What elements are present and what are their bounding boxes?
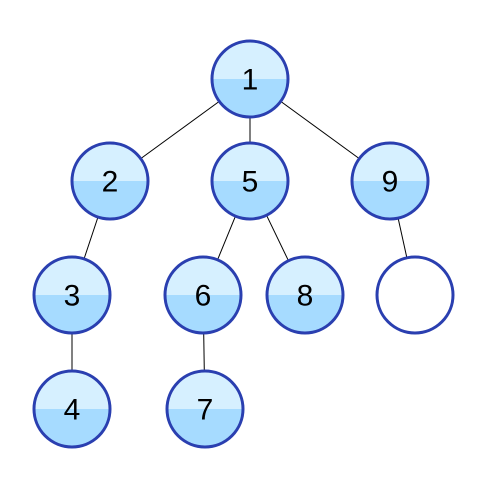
- node-label: 3: [64, 280, 81, 313]
- node-label: 9: [382, 166, 399, 199]
- node-circle: [210, 141, 290, 221]
- tree-node-1: 1: [210, 39, 290, 119]
- edge-n5-n8: [266, 214, 289, 262]
- tree-node-5: 5: [210, 141, 290, 221]
- node-circle: [375, 255, 455, 335]
- node-circle: [350, 141, 430, 221]
- edge-n6-n7: [203, 332, 205, 372]
- node-label: 2: [102, 166, 119, 199]
- tree-node-6: 6: [163, 255, 243, 335]
- node-circle: [265, 255, 345, 335]
- tree-node-8: 8: [265, 255, 345, 335]
- node-label: 6: [195, 280, 212, 313]
- node-circle: [163, 255, 243, 335]
- node-label: 1: [242, 64, 259, 97]
- edges-layer: [71, 100, 408, 372]
- edge-n1-n2: [140, 100, 220, 160]
- edge-n9-n-empty: [397, 217, 408, 259]
- tree-node-4: 4: [32, 369, 112, 449]
- tree-node-7: 7: [165, 369, 245, 449]
- node-label: 5: [242, 166, 259, 199]
- node-label: 7: [197, 394, 214, 427]
- nodes-layer: 1 2 5 9 3 6 8 4 7: [32, 39, 455, 449]
- tree-node-3: 3: [32, 255, 112, 335]
- tree-node-9: 9: [350, 141, 430, 221]
- node-circle: [165, 369, 245, 449]
- tree-node-2: 2: [70, 141, 150, 221]
- node-label: 4: [64, 394, 81, 427]
- edge-n5-n6: [217, 215, 236, 261]
- node-circle: [32, 255, 112, 335]
- node-circle: [210, 39, 290, 119]
- tree-node-empty: [375, 255, 455, 335]
- node-circle: [32, 369, 112, 449]
- node-circle: [70, 141, 150, 221]
- node-label: 8: [297, 280, 314, 313]
- edge-n2-n3: [83, 216, 99, 260]
- edge-n1-n9: [280, 100, 360, 160]
